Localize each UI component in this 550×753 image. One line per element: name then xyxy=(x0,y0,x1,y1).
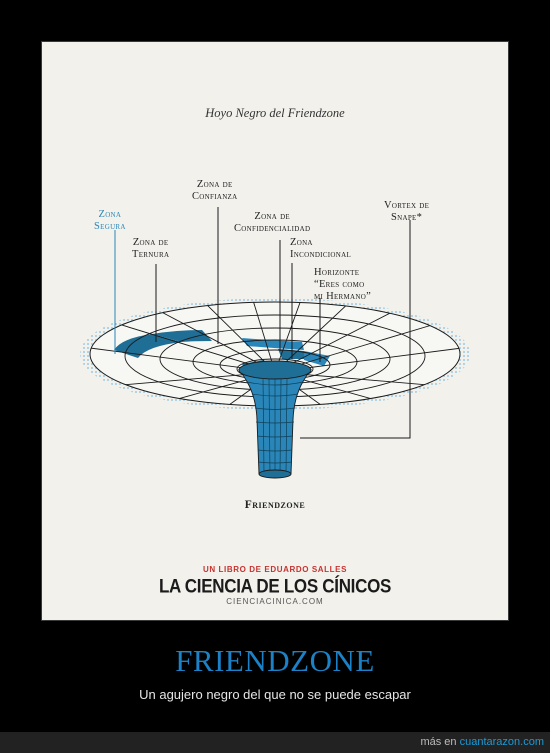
caption-title: FRIENDZONE xyxy=(175,643,375,678)
zona-ternura-band xyxy=(152,330,212,342)
footer-prefix: más en xyxy=(420,736,457,748)
footer-text: más en cuantarazon.com xyxy=(420,736,544,748)
label-zona-confidencialidad: Zona de Confidencialidad xyxy=(234,211,311,234)
book-author-line: UN LIBRO DE EDUARDO SALLES xyxy=(202,565,348,574)
label-horizonte: Horizonte “Eres como mi Hermano” xyxy=(314,267,372,302)
zona-confianza-band xyxy=(242,338,304,350)
diagram-title: Hoyo Negro del Friendzone xyxy=(205,106,345,120)
poster: Hoyo Negro del Friendzone xyxy=(41,41,509,621)
label-zona-incondicional: Zona Incondicional xyxy=(290,237,352,260)
book-url: CIENCIACINICA.COM xyxy=(226,597,324,606)
caption-subtitle: Un agujero negro del que no se puede esc… xyxy=(139,687,411,702)
footer-site-link[interactable]: cuantarazon.com xyxy=(459,736,544,748)
zona-segura-band xyxy=(114,334,182,358)
footer-bar: más en cuantarazon.com xyxy=(0,732,550,753)
horizonte-band xyxy=(304,351,330,366)
label-zona-segura: Zona Segura xyxy=(94,209,126,232)
funnel-throat xyxy=(238,360,312,479)
label-zona-confianza: Zona de Confianza xyxy=(192,179,238,202)
leader-lines xyxy=(114,207,411,439)
label-vortex-snape: Vortex de Snape* xyxy=(384,200,430,223)
black-hole-diagram xyxy=(80,207,470,479)
book-title: LA CIENCIA DE LOS CÍNICOS xyxy=(158,575,392,597)
label-zona-ternura: Zona de Ternura xyxy=(132,237,170,260)
label-friendzone: Friendzone xyxy=(244,499,306,511)
